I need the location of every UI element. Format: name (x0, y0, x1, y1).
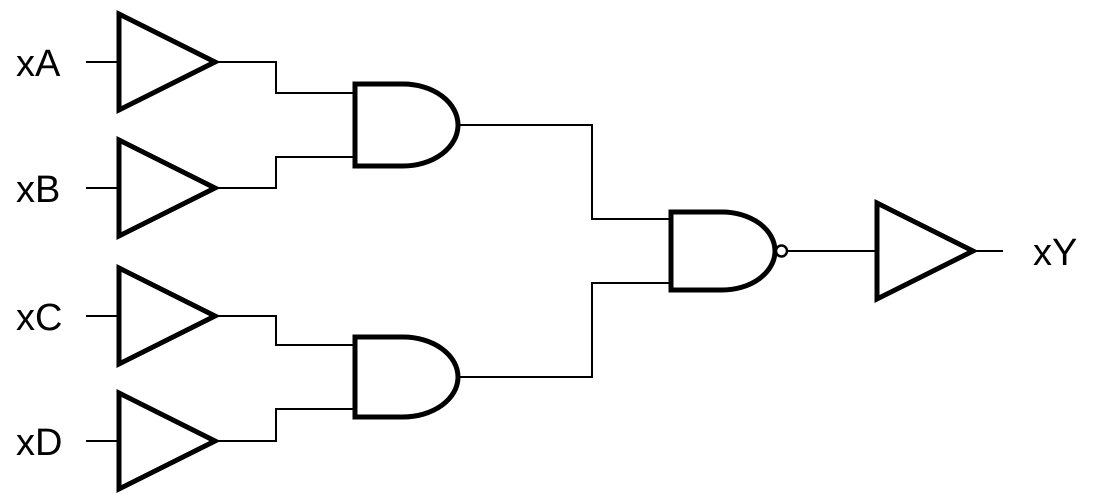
and-gate-bottom (352, 334, 461, 420)
wire-buffer-d-to-and-bottom (215, 408, 355, 442)
label-output-y: xY (1033, 232, 1077, 274)
nand-inversion-bubble-icon (774, 244, 789, 258)
buffer-gate-d (116, 388, 221, 494)
wire-and-top-to-nand (458, 124, 671, 220)
wire-buffer-a-to-and-top (215, 61, 355, 94)
buffer-gate-b (116, 135, 221, 241)
wire-and-bottom-to-nand (458, 282, 671, 378)
buffer-gate-c (116, 263, 221, 369)
label-input-a: xA (16, 43, 61, 85)
nand-gate (668, 209, 778, 293)
wire-buffer-b-to-and-top (215, 156, 355, 189)
wire-buffer-c-to-and-bottom (215, 315, 355, 346)
label-input-b: xB (16, 169, 60, 211)
output-buffer-gate (874, 198, 979, 304)
buffer-gate-a (116, 9, 221, 115)
label-input-c: xC (16, 297, 62, 339)
and-gate-top (352, 81, 461, 169)
label-input-d: xD (16, 422, 62, 464)
